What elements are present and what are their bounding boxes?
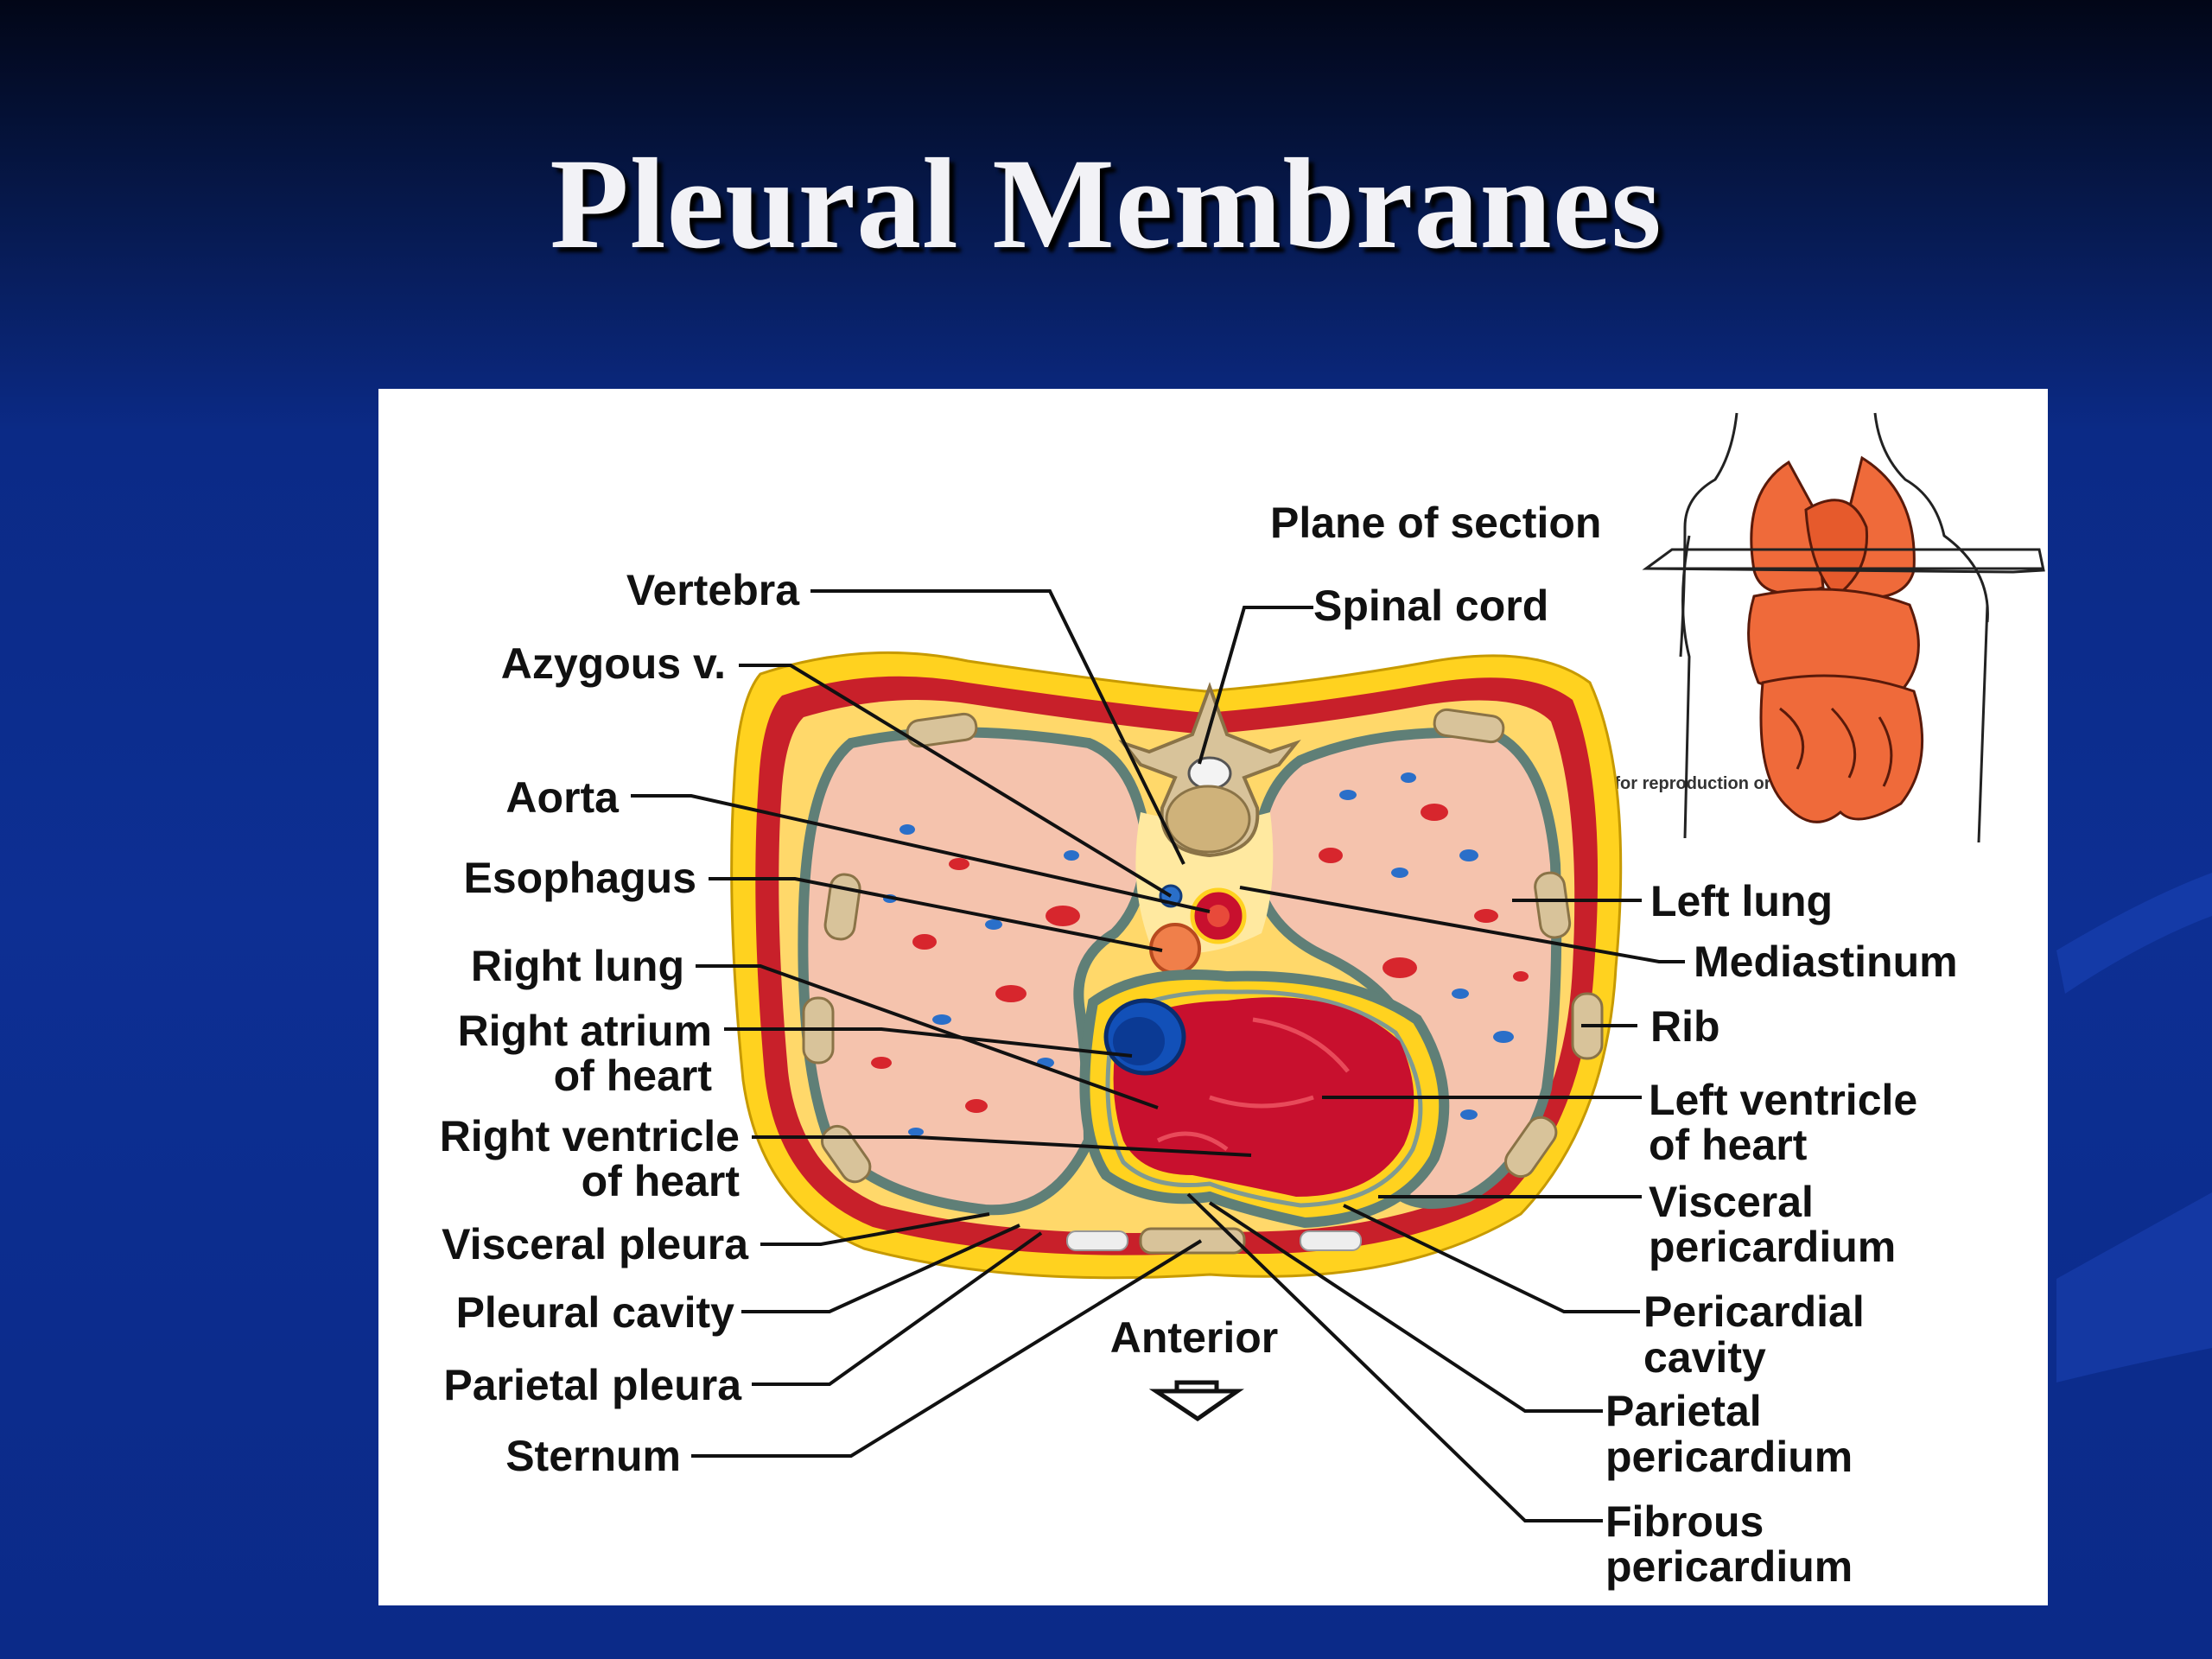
torso-inset <box>1642 412 2045 843</box>
thorax-cross-section-diagram: Plane of section Anterior Vertebra Azygo… <box>440 412 2045 1591</box>
label-fibrous-pericardium-2: pericardium <box>1605 1542 1853 1591</box>
label-pericardial-cavity-2: cavity <box>1643 1333 1766 1382</box>
label-esophagus: Esophagus <box>464 854 696 902</box>
label-fibrous-pericardium: Fibrous <box>1605 1497 1764 1546</box>
sternum-shape <box>1139 1227 1246 1255</box>
label-right-ventricle: Right ventricle <box>440 1112 740 1160</box>
label-vertebra: Vertebra <box>626 566 800 614</box>
heart-shape <box>1113 997 1414 1197</box>
lung-vessels <box>871 772 1529 1136</box>
label-parietal-pleura: Parietal pleura <box>443 1361 742 1409</box>
label-plane-of-section: Plane of section <box>1270 499 1601 547</box>
label-pleural-cavity: Pleural cavity <box>456 1288 735 1337</box>
label-right-lung: Right lung <box>471 942 684 990</box>
label-rib: Rib <box>1650 1002 1720 1051</box>
labels-left: Vertebra Azygous v. Aorta Esophagus Righ… <box>440 566 800 1480</box>
slide-title: Pleural Membranes <box>550 132 1662 276</box>
label-pericardial-cavity: Pericardial <box>1643 1287 1865 1336</box>
label-visceral-pericardium-2: pericardium <box>1649 1223 1896 1271</box>
labels-right: Spinal cord Left lung Mediastinum Rib Le… <box>1313 582 1958 1591</box>
figure-panel: Copyright © The McGraw-Hill Companies, I… <box>378 389 2048 1605</box>
label-left-ventricle-2: of heart <box>1649 1121 1808 1169</box>
label-sternum: Sternum <box>505 1432 681 1480</box>
label-right-atrium: Right atrium <box>458 1007 712 1055</box>
label-left-ventricle: Left ventricle <box>1649 1076 1917 1124</box>
spinal-cord-shape <box>1187 756 1232 791</box>
label-mediastinum: Mediastinum <box>1694 938 1958 986</box>
anterior-arrow-icon <box>1148 1380 1244 1422</box>
vertebra-shape <box>1118 682 1301 858</box>
cross-section <box>730 651 1623 1280</box>
label-anterior: Anterior <box>1110 1313 1278 1362</box>
label-azygous: Azygous v. <box>501 639 726 688</box>
leader-lines <box>631 589 1685 1522</box>
label-spinal-cord: Spinal cord <box>1313 582 1548 630</box>
label-right-atrium-2: of heart <box>554 1052 713 1100</box>
inset-plane <box>1642 548 2045 574</box>
label-left-lung: Left lung <box>1650 877 1833 925</box>
inset-intestines <box>1759 674 1924 823</box>
label-parietal-pericardium-2: pericardium <box>1605 1433 1853 1481</box>
label-right-ventricle-2: of heart <box>582 1157 741 1205</box>
ribs <box>802 708 1604 1184</box>
label-aorta: Aorta <box>505 773 620 822</box>
label-visceral-pericardium: Visceral <box>1649 1178 1814 1226</box>
label-visceral-pleura: Visceral pleura <box>442 1220 749 1268</box>
label-parietal-pericardium: Parietal <box>1605 1387 1762 1435</box>
